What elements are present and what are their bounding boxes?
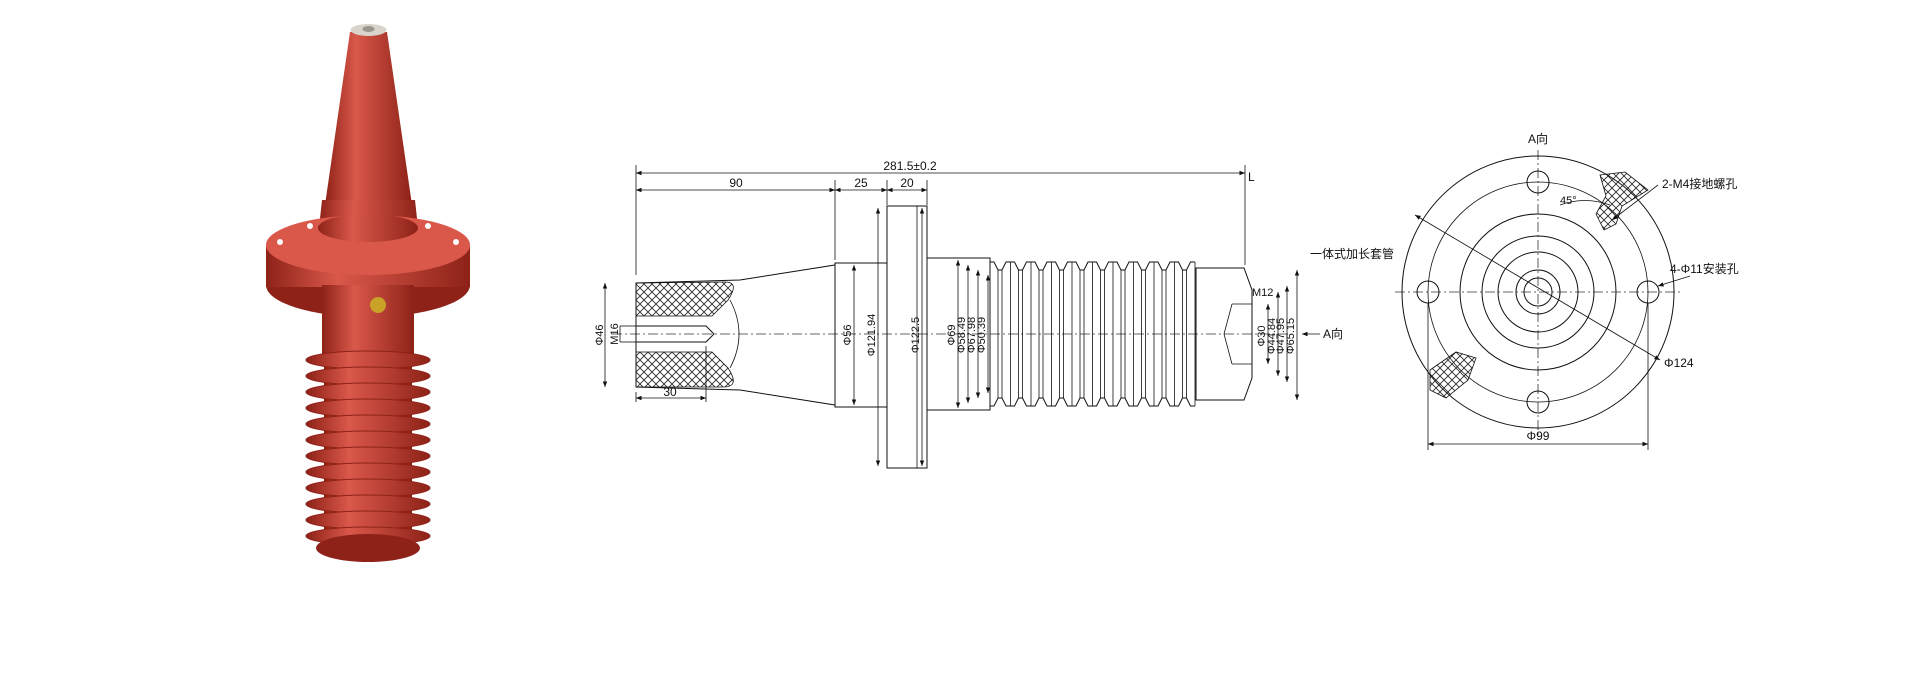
dim-dia-shed-2: Φ58.49	[956, 317, 968, 353]
shed-ring	[305, 414, 431, 434]
flange-hole-icon	[425, 223, 431, 229]
shed-ring	[305, 494, 431, 514]
thread-bore	[636, 325, 715, 343]
end-outer-circle	[1401, 155, 1675, 429]
shed-ring	[305, 398, 431, 418]
leader-ground	[1611, 184, 1659, 221]
cone-hatch-bottom	[635, 351, 734, 388]
leader-outer-dia	[1414, 214, 1661, 361]
bushing-photo	[266, 24, 470, 562]
mount-hole-icon	[1526, 390, 1550, 414]
dim-dia-shed-3: Φ67.98	[966, 317, 978, 353]
bushing-cone	[325, 32, 412, 205]
dim-flange-thickness: 20	[900, 176, 914, 190]
dim-dia-body: Φ56	[842, 324, 854, 345]
mount-hole-icon	[1526, 170, 1550, 194]
dim-flange-offset: 25	[854, 176, 868, 190]
end-fitting	[1195, 267, 1253, 401]
shed-ring	[305, 462, 431, 482]
view-arrow-label: A向	[1323, 326, 1343, 341]
shed-ring	[305, 510, 431, 530]
shed-ring	[305, 446, 431, 466]
cone-hatch-top	[635, 281, 734, 317]
end-view-drawing: A向 2-M4接地螺孔 45° 4-Φ11安装孔 Φ124 Φ99	[1395, 131, 1739, 450]
dim-dia-flange-inner: Φ121.94	[866, 314, 878, 356]
dim-thread: M16	[609, 323, 621, 344]
ground-holes-label: 2-M4接地螺孔	[1662, 176, 1737, 191]
dim-dia-shed-1: Φ69	[946, 324, 958, 345]
dim-total-length: 281.5±0.2	[883, 159, 937, 173]
shed-ring	[305, 478, 431, 498]
bushing-flange-top	[266, 215, 470, 275]
bore-curve	[729, 299, 740, 369]
bushing-collar-base	[318, 214, 418, 242]
angle-arc	[1559, 200, 1611, 206]
leader-mount	[1657, 275, 1691, 287]
end-body-circle	[1459, 213, 1617, 371]
flange-hole-icon	[277, 239, 283, 245]
dim-dia-shed-4: Φ50.39	[976, 317, 988, 353]
dim-dia-end-2: Φ47.95	[1275, 318, 1287, 354]
bushing-terminal-hole	[362, 26, 375, 32]
shed-ring	[305, 366, 431, 386]
bushing-sheds	[305, 350, 431, 546]
angle-label: 45°	[1560, 195, 1577, 207]
dim-dia-flange: Φ122.5	[910, 317, 922, 353]
ground-bolt-icon	[370, 297, 386, 313]
dim-thread-length: 30	[663, 385, 677, 399]
end-view-title: A向	[1528, 131, 1548, 146]
dim-cone-length: 90	[729, 176, 743, 190]
outer-dia-label: Φ124	[1664, 356, 1694, 370]
end-bore	[1223, 303, 1252, 365]
shed-ring	[305, 382, 431, 402]
side-sheds	[989, 261, 1196, 407]
bushing-lower-neck	[322, 285, 414, 357]
dim-dia-end-1: Φ44.84	[1266, 318, 1278, 354]
side-view-drawing: 281.5±0.2 L 90 25 20 30 Φ46 M16 Φ56 Φ121…	[594, 159, 1394, 469]
shed-ring	[305, 430, 431, 450]
extension-sleeve-label: 一体式加长套管	[1310, 246, 1394, 261]
dim-dia-end-3: Φ65.15	[1285, 318, 1297, 354]
dim-end-thread: M12	[1252, 287, 1273, 299]
mount-holes-label: 4-Φ11安装孔	[1670, 261, 1739, 276]
flange-hole-icon	[307, 223, 313, 229]
bushing-bottom-cap	[316, 534, 420, 562]
bolt-span-label: Φ99	[1527, 429, 1550, 443]
dim-end-marker: L	[1248, 170, 1255, 184]
flange-hole-icon	[453, 239, 459, 245]
ground-hole-hatch	[1429, 351, 1477, 399]
dim-dia-cone-end: Φ46	[594, 324, 606, 345]
dim-dia-end-bore: Φ30	[1256, 325, 1268, 346]
shed-ring	[305, 350, 431, 370]
